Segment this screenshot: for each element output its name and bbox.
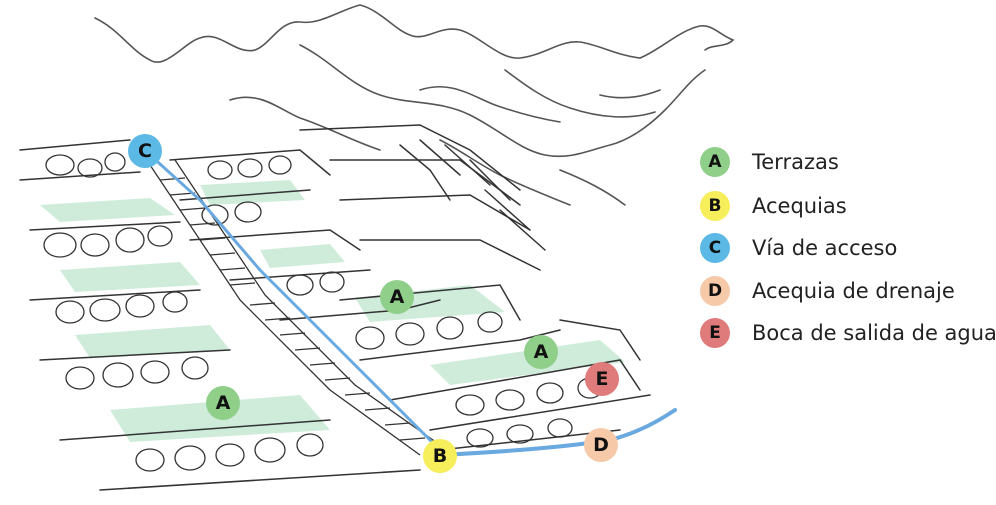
legend-label-a: Terrazas <box>752 150 839 174</box>
mountain-outlines <box>94 4 735 206</box>
legend-label-e: Boca de salida de agua <box>752 321 996 345</box>
stones <box>43 152 603 472</box>
marker-d: D <box>584 428 618 462</box>
marker-e: E <box>585 362 619 396</box>
legend-dot-e: E <box>700 318 730 348</box>
legend-dot-c: C <box>700 233 730 263</box>
marker-a: A <box>380 280 414 314</box>
legend-item-e: E Boca de salida de agua <box>700 316 996 350</box>
legend-dot-d: D <box>700 276 730 306</box>
legend-item-d: D Acequia de drenaje <box>700 274 996 308</box>
marker-a: A <box>206 386 240 420</box>
legend-label-b: Acequias <box>752 194 847 218</box>
terrace-walls <box>19 124 651 491</box>
legend-label-d: Acequia de drenaje <box>752 279 955 303</box>
legend-dot-a: A <box>700 147 730 177</box>
marker-b: B <box>423 439 457 473</box>
legend-label-c: Vía de acceso <box>752 236 898 260</box>
marker-a: A <box>524 335 558 369</box>
access-stairway <box>149 159 441 456</box>
legend-item-b: B Acequias <box>700 189 996 223</box>
marker-c: C <box>128 134 162 168</box>
legend-item-a: A Terrazas <box>700 145 996 179</box>
legend-item-c: C Vía de acceso <box>700 231 996 265</box>
legend-dot-b: B <box>700 191 730 221</box>
